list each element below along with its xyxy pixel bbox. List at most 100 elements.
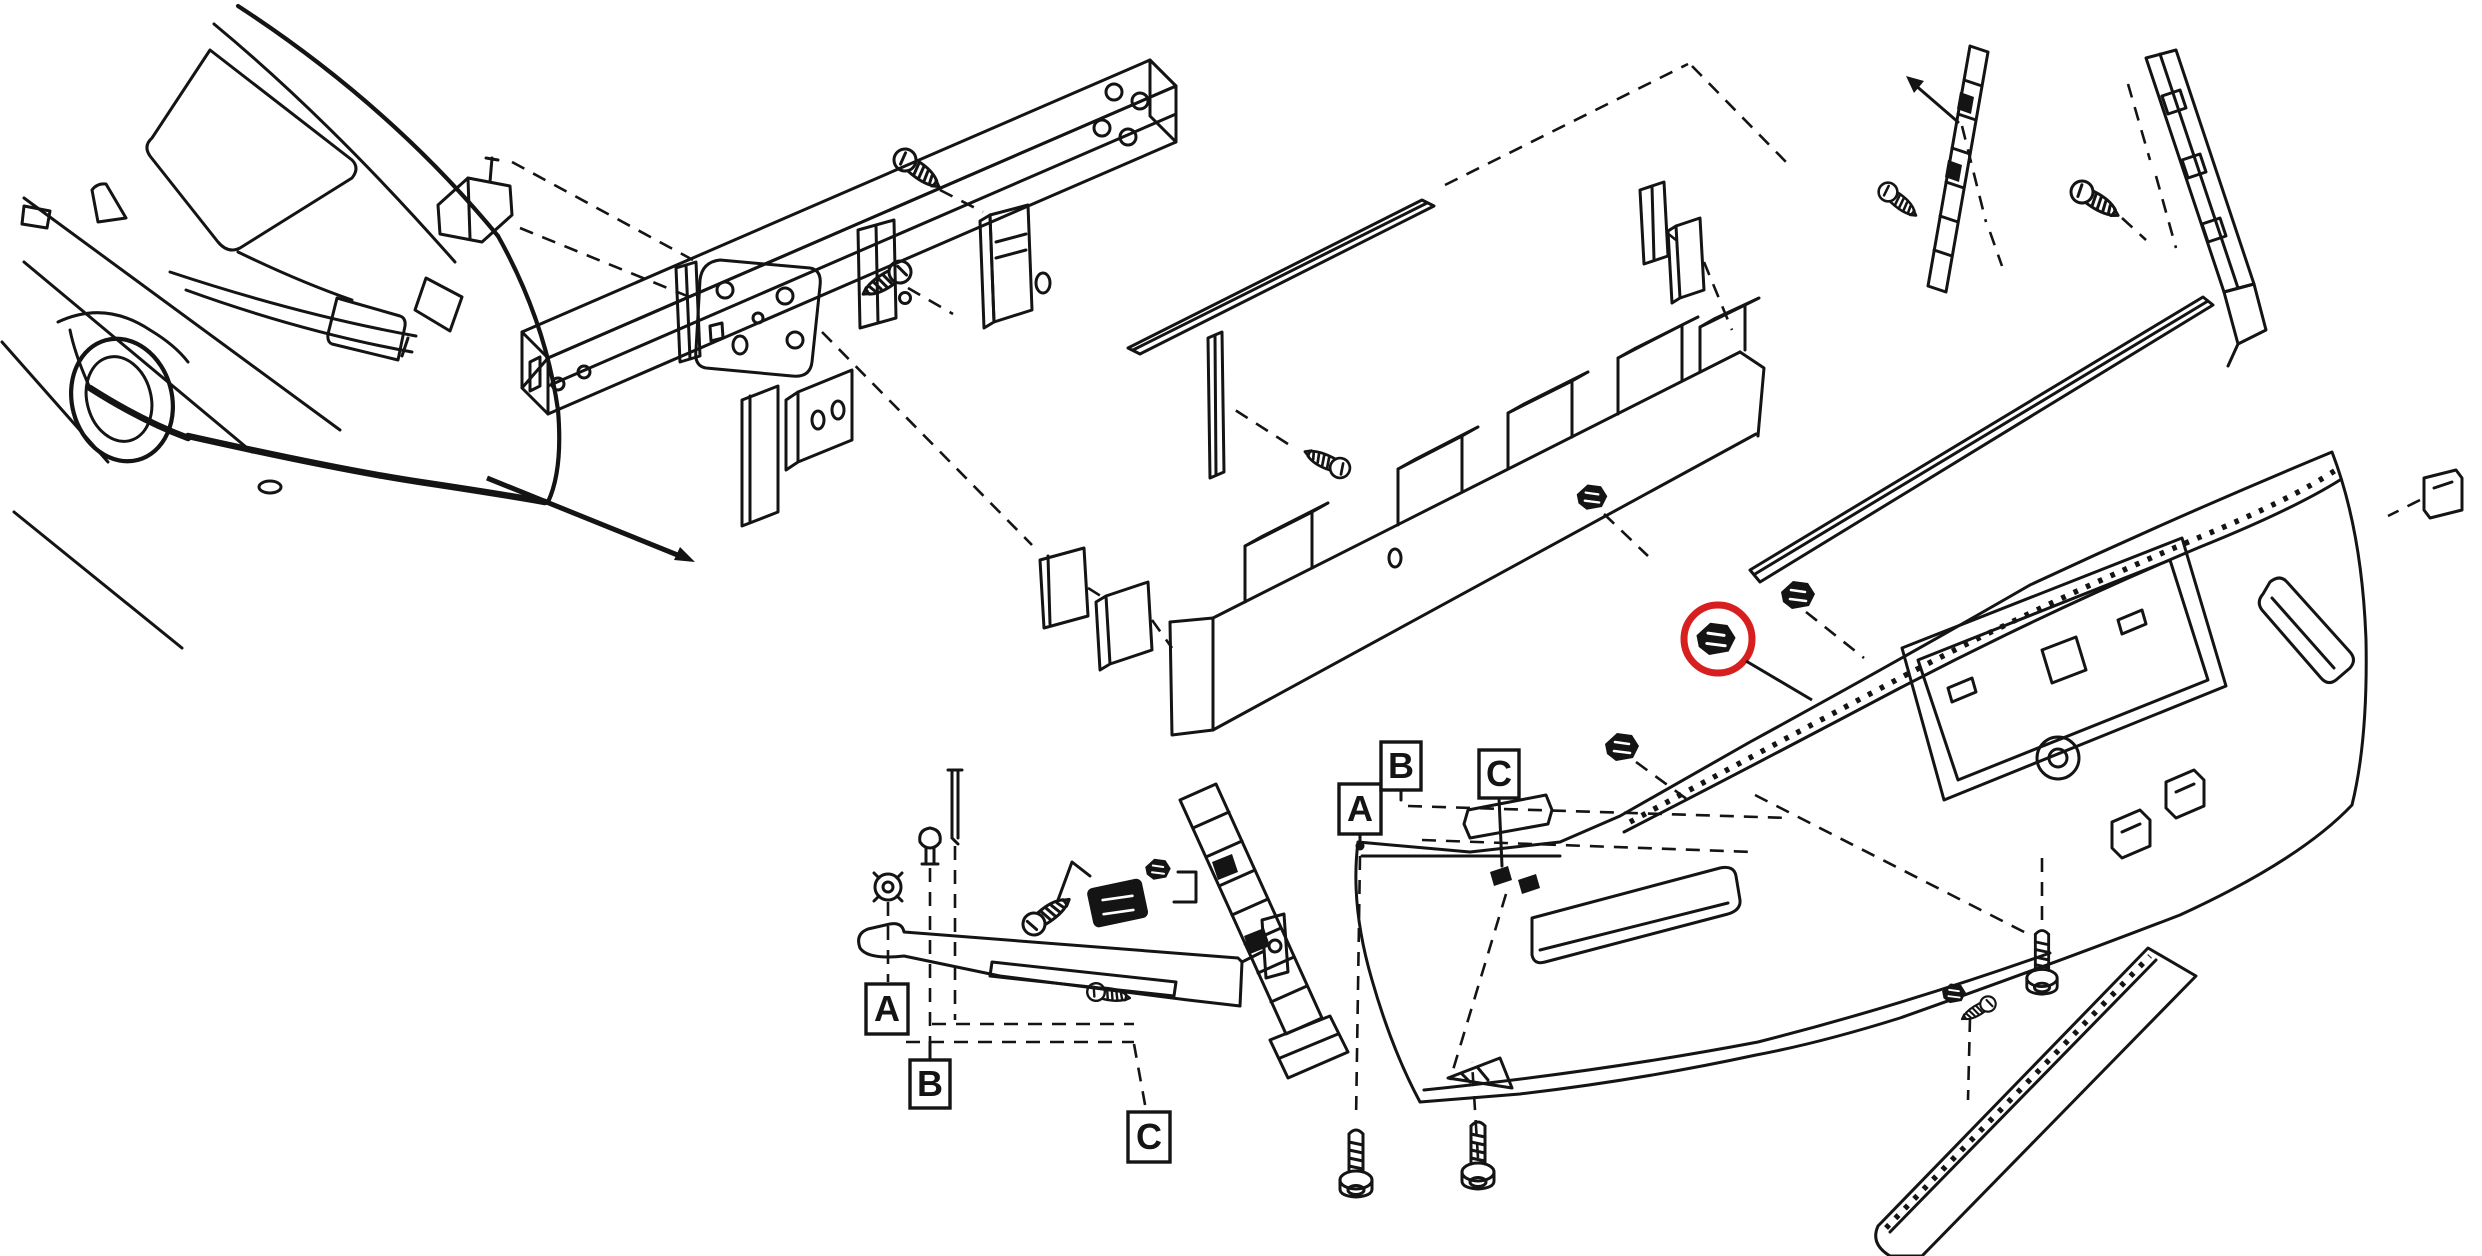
car-right-edge <box>495 233 562 505</box>
leader-dashed <box>511 160 694 262</box>
leader-dashed <box>1470 1061 1480 1159</box>
callout-left-b: B <box>908 1040 952 1110</box>
bumper-reinforcement-beam <box>520 58 1178 416</box>
screw-leader <box>1056 860 1092 902</box>
retainer-clip-highlighted <box>1694 621 1738 657</box>
car-bumper-bottom <box>184 432 549 506</box>
leader-dashed <box>939 188 984 214</box>
reflector-left <box>1530 865 1742 965</box>
car-roofline-outer <box>235 3 501 239</box>
locating-pin <box>946 768 964 846</box>
leader-dashed <box>2121 83 2178 249</box>
leader-dashed <box>1444 62 1789 187</box>
tapping-screw-stay <box>1017 888 1078 941</box>
lower-stay-assembly <box>857 768 1290 1111</box>
tapping-screw-bracket <box>855 255 917 306</box>
license-stay-plate <box>1206 330 1226 480</box>
fascia-inner-edge <box>1422 951 2052 1092</box>
energy-absorber <box>1168 296 1766 737</box>
tapping-screw-stay-left <box>1873 177 1924 224</box>
callout-letter: B <box>917 1063 943 1104</box>
fascia-hatch-patch <box>1446 1056 1514 1090</box>
fascia-mount-point <box>1355 841 1365 851</box>
retainer-clip <box>1779 579 1817 611</box>
car-rear-glass <box>145 48 358 252</box>
arrow-head <box>674 547 695 562</box>
clip-screw-pair <box>1941 982 2000 1027</box>
retainer-clip <box>1603 731 1641 763</box>
pointer-arrow <box>486 475 695 562</box>
leader-dashed <box>1754 793 2044 1101</box>
lower-protector-strip <box>1874 946 2198 1256</box>
license-plate-pocket <box>1900 536 2228 802</box>
car-roofline-inner <box>212 22 457 264</box>
car-rear-view <box>0 3 562 650</box>
retainer-clip <box>1575 483 1609 511</box>
leader-dashed <box>907 286 954 316</box>
arrow-shaft <box>486 475 681 559</box>
car-body-lines <box>0 196 342 650</box>
fascia-crest-line <box>1622 478 2342 834</box>
license-plate-bracket <box>674 258 822 378</box>
tapping-screw-license <box>1299 441 1355 483</box>
side-stay-right <box>2144 48 2268 368</box>
pointer-arrow-stay <box>1906 76 2004 267</box>
leader-dashed <box>886 846 957 1058</box>
side-molding-strip <box>1748 295 2215 584</box>
car-license-recess <box>326 296 407 362</box>
push-pin-clip <box>918 826 942 866</box>
leader-dashed-box <box>906 1022 1148 1111</box>
callout-letter: C <box>1136 1116 1162 1157</box>
stay-foot <box>1268 1014 1350 1080</box>
corner-clip-small <box>1144 857 1198 904</box>
grommet-nut <box>872 871 904 903</box>
spacer-plate-right <box>1638 180 1734 331</box>
callout-letter: A <box>874 988 900 1029</box>
tapping-screw-stay-right <box>2065 175 2126 227</box>
retainer-block <box>1087 878 1149 928</box>
car-deck-crease <box>236 250 354 302</box>
tapping-screw-horizontal <box>1084 980 1133 1008</box>
car-wheel-rim <box>84 355 154 443</box>
car-exhaust-tip <box>257 479 283 495</box>
car-bumper-left <box>86 384 192 442</box>
fascia-vent-slot <box>1462 793 1554 840</box>
fascia-crest-texture <box>1628 467 2338 825</box>
highlight-circle <box>1680 601 1756 677</box>
edge-clip-right <box>2387 468 2464 520</box>
callout-right-c: C <box>1448 748 1540 1081</box>
upper-molding-strip <box>1126 198 1436 356</box>
reflector-right <box>2257 576 2355 685</box>
callout-letter: A <box>1347 788 1373 829</box>
callout-right-a: A <box>1337 782 1383 1121</box>
leader-dashed <box>519 226 698 302</box>
license-lamp-bracket <box>436 156 514 244</box>
car-side-marker <box>20 204 52 230</box>
mounting-plate <box>856 218 898 330</box>
callout-letter: C <box>1486 753 1512 794</box>
callout-letter: B <box>1388 745 1414 786</box>
side-stay-left <box>1178 782 1350 1080</box>
corner-clip <box>2110 768 2206 860</box>
spacer-plate-left <box>740 368 854 528</box>
spacer-plate-center <box>1038 546 1174 672</box>
callout-left-a: A <box>864 982 910 1036</box>
side-stay-outer <box>1926 44 1990 294</box>
flange-bolt <box>1338 1128 1374 1199</box>
clip-cluster <box>1575 483 1865 802</box>
car-quarter-window <box>90 182 128 224</box>
car-tire <box>69 336 175 464</box>
leader-dashed <box>1603 513 1865 802</box>
tow-hook-cover <box>2035 735 2081 781</box>
highlight-leader <box>1745 659 1813 702</box>
car-wheel-arch <box>56 311 190 364</box>
car-spoiler-lip <box>168 270 418 358</box>
stay-bar <box>857 922 1244 1008</box>
leader-dashed <box>821 331 1033 546</box>
leader-dashed <box>1231 406 1289 446</box>
mounting-plate-flanged <box>978 203 1034 330</box>
car-taillight <box>413 276 464 333</box>
callout-left-c: C <box>1126 1110 1172 1164</box>
